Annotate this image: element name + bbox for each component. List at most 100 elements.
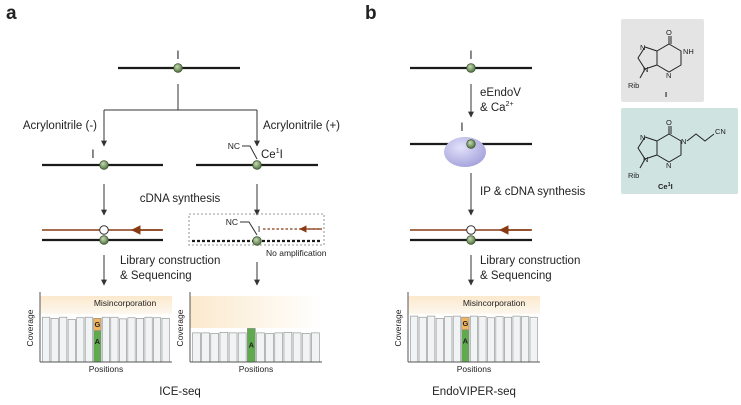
library-label-a-2: & Sequencing (120, 270, 192, 282)
chart3-bar-12 (512, 315, 521, 363)
chart1-y-label: Coverage (25, 309, 35, 346)
ce1i-cyanoethyl (686, 133, 715, 142)
ce1i-structure-box: O CN N N N N Rib Ce1I (621, 108, 738, 194)
chart3-x-label: Positions (457, 364, 492, 374)
endoviper-seq-title: EndoVIPER-seq (432, 386, 516, 398)
eendov-label: eEndoV (480, 87, 521, 99)
b-inosine-dot (466, 63, 476, 73)
chart1-bar-1 (50, 318, 59, 363)
left-inosine-dot (99, 160, 109, 170)
stall-inosine-label: I (258, 224, 260, 234)
inosine-n3: N (666, 71, 671, 80)
ce1i-n9: N (643, 155, 648, 164)
misincorporation-band (40, 296, 172, 314)
ce1i-name: Ce1I (658, 182, 673, 191)
inosine-nh: NH (683, 47, 694, 56)
chart3-bar-3 (435, 318, 444, 363)
chart2-x-label: Positions (239, 364, 274, 374)
chart3-bar-7 (469, 315, 478, 363)
left-template-dot (99, 235, 109, 245)
chart1-bar-7 (101, 316, 110, 363)
chart3-bar-11 (504, 316, 513, 363)
inosine-n9: N (643, 65, 648, 74)
chart2-y-label: Coverage (175, 309, 185, 346)
library-label-b-2: & Sequencing (480, 270, 552, 282)
chart3-bar-14 (529, 316, 538, 363)
ce1i-n1: N (681, 137, 686, 146)
chart1-bar-5 (84, 316, 93, 363)
inosine-structure-box: O NH N N N Rib I (621, 19, 704, 102)
chart3-misincorporation-label: Misincorporation (463, 298, 526, 308)
chart2-bar-13 (311, 332, 320, 363)
chart3-bar-0 (410, 315, 419, 363)
ce1i-box-bg (621, 108, 738, 194)
stall-template-dot (252, 236, 262, 246)
b-top-inosine-label: I (469, 50, 472, 62)
chart2-bar-5 (237, 332, 247, 363)
top-inosine-label: I (176, 50, 179, 62)
ce1i-n7: N (640, 133, 645, 142)
chart1-g-label: G (94, 320, 100, 329)
stall-cyanoethyl (240, 221, 258, 236)
chart2-bar-2 (210, 333, 220, 363)
panel-a-letter: a (6, 3, 17, 24)
chart1-bar-4 (76, 317, 85, 363)
ce1i-n3: N (666, 161, 671, 170)
library-label-a-1: Library construction (120, 255, 220, 267)
chart2-bar-0 (192, 332, 201, 363)
left-inosine-label: I (91, 149, 94, 161)
chart2-bar-10 (283, 332, 293, 363)
chart1-bar-14 (161, 318, 170, 363)
chart2-bar-11 (292, 332, 302, 363)
chart1-g-segment (93, 318, 102, 331)
chart2-bar-12 (301, 333, 311, 363)
chart1-a-label: A (95, 337, 101, 346)
chart3-bar-9 (486, 317, 495, 363)
chart3-bar-5 (452, 315, 461, 363)
b-misincorporation-band (408, 296, 540, 314)
chart-ice-minus: GA Misincorporation Coverage Positions (25, 292, 172, 374)
chart2-bar-7 (256, 332, 265, 363)
ce1i-rib: Rib (628, 171, 639, 180)
chart2-bar-8 (265, 333, 274, 363)
b-bound-inosine-dot (466, 139, 476, 149)
nc-label: NC (228, 141, 240, 151)
ip-cdna-label: IP & cDNA synthesis (480, 186, 585, 198)
calcium-label: & Ca2+ (480, 101, 514, 114)
chart3-bar-2 (427, 315, 436, 363)
b-mid-inosine-label: I (460, 122, 463, 134)
ce1i-cn: CN (715, 127, 726, 136)
right-ce1i-dot (252, 160, 262, 170)
chart3-y-label: Coverage (393, 309, 403, 346)
ce1i-five-ring (637, 136, 658, 160)
inosine-n7: N (640, 43, 645, 52)
ice-seq-title: ICE-seq (159, 386, 201, 398)
chart2-bar-4 (228, 332, 238, 363)
left-cdna-c-dot (99, 225, 109, 235)
library-label-b-1: Library construction (480, 255, 580, 267)
inosine-five-ring (637, 46, 658, 70)
panel-b-letter: b (365, 3, 377, 24)
chart3-bar-4 (444, 316, 453, 363)
chart1-bar-11 (136, 318, 145, 363)
b-template-dot (466, 235, 476, 245)
chart-ice-plus: A Coverage Positions (175, 292, 322, 374)
inosine-o: O (666, 28, 672, 37)
chart3-bar-13 (521, 316, 530, 363)
chart1-misincorporation-label: Misincorporation (94, 298, 157, 308)
chart3-bar-10 (495, 316, 504, 363)
eendov-enzyme (444, 137, 486, 167)
chart1-bar-3 (67, 319, 76, 363)
cdna-synthesis-label: cDNA synthesis (140, 193, 221, 205)
chart1-bar-9 (119, 318, 127, 363)
chart1-bar-12 (144, 316, 153, 363)
chart1-bar-2 (59, 316, 68, 363)
chart-endoviper: GA Misincorporation Coverage Positions (393, 292, 540, 374)
stall-nc-label: NC (226, 217, 238, 227)
chart1-bar-0 (42, 316, 51, 363)
chart2-bar-3 (219, 332, 229, 363)
chart3-bar-1 (418, 316, 427, 363)
chart2-a-label: A (249, 341, 255, 350)
chart3-a-label: A (463, 337, 469, 346)
